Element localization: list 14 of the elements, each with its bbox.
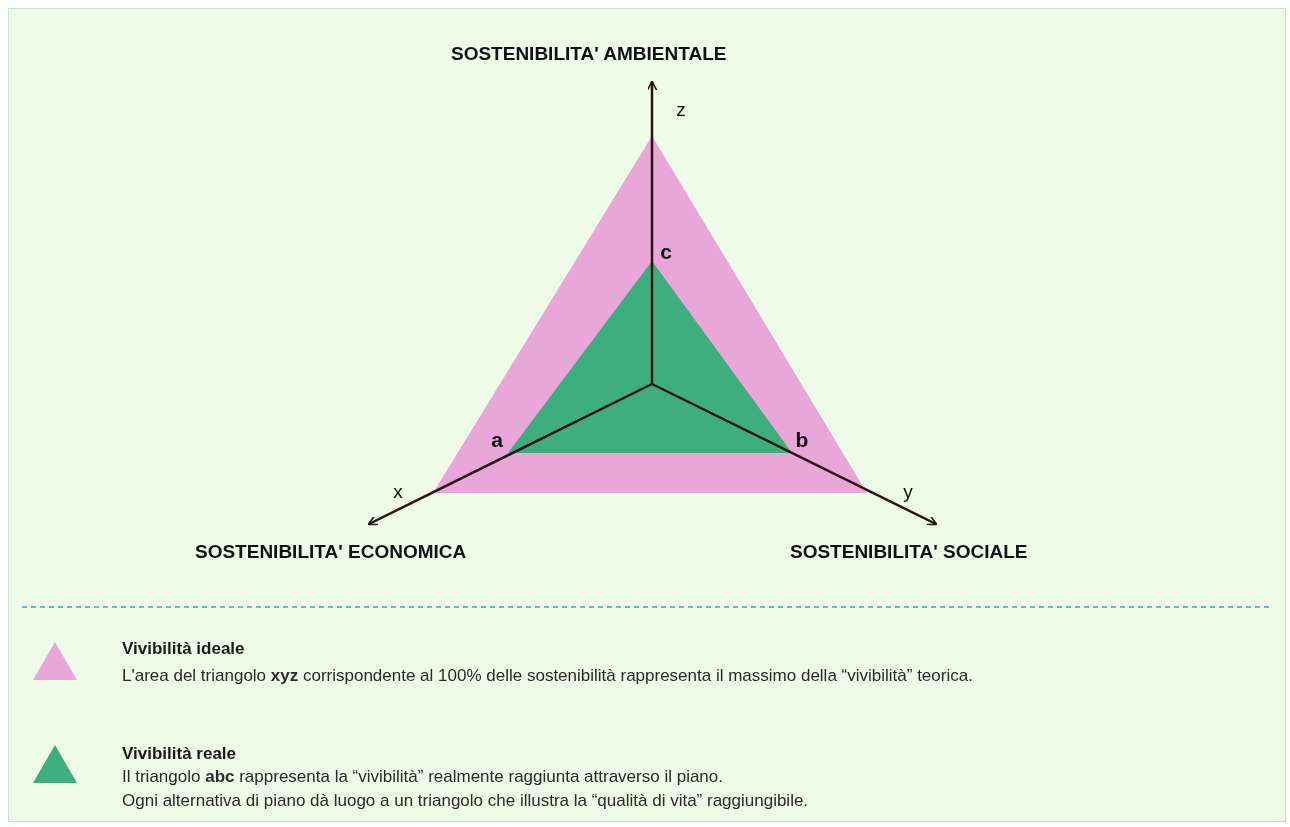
axis-label: y — [902, 480, 914, 504]
axis-label: x — [392, 480, 404, 504]
vertex-label: b — [794, 427, 810, 453]
axis-title: SOSTENIBILITA' AMBIENTALE — [451, 42, 728, 66]
axis-title: SOSTENIBILITA' SOCIALE — [790, 540, 1029, 564]
legend-title: Vivibilità reale — [122, 743, 237, 765]
axis-title: SOSTENIBILITA' ECONOMICA — [195, 540, 468, 564]
legend-description: Ogni alternativa di piano dà luogo a un triangolo che illustra la “qualità di vita” raggiungibile. — [122, 790, 810, 812]
vertex-label: c — [659, 239, 673, 265]
legend-title: Vivibilità ideale — [122, 638, 245, 660]
vertex-label: a — [490, 427, 504, 453]
legend-description: Il triangolo abc rappresenta la “vivibilità” realmente raggiunta attraverso il piano. — [122, 766, 724, 788]
axis-label: z — [675, 98, 687, 122]
legend-description: L'area del triangolo xyz corrispondente al 100% delle sostenibilità rappresenta il massimo della “vivibilità” teorica. — [122, 665, 974, 687]
